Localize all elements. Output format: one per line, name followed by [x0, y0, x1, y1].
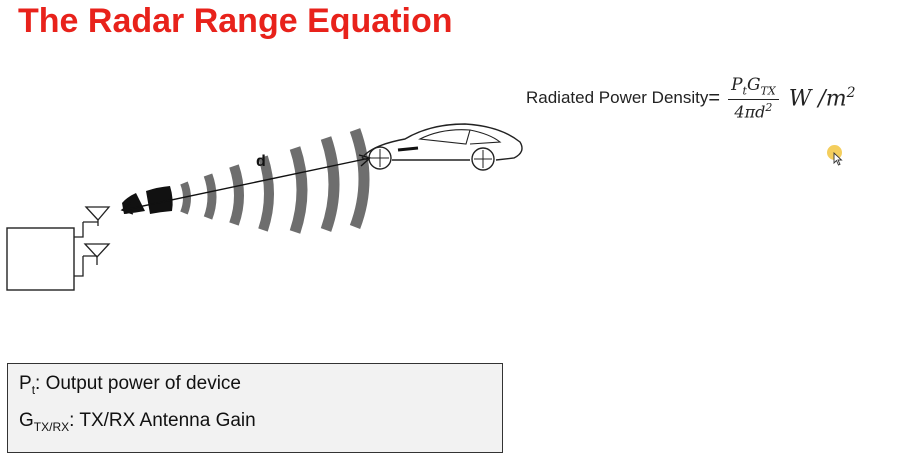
slide-title: The Radar Range Equation: [18, 2, 453, 40]
cursor-highlight: [827, 145, 842, 160]
tx-antenna-icon: [83, 206, 111, 226]
wave-arc-1: [180, 181, 191, 215]
formula-label: Radiated Power Density: [526, 88, 709, 107]
return-echo: [122, 186, 173, 214]
power-density-formula: Radiated Power Density = PtGTX 4πd2 W /m…: [526, 68, 856, 128]
wave-arc-2: [203, 173, 217, 220]
wave-arc-7: [349, 128, 370, 229]
car-icon: [361, 123, 523, 171]
wave-arc-3: [229, 164, 244, 226]
distance-label: d: [256, 153, 266, 170]
radar-device-box: [6, 227, 75, 291]
formula-units: W /m2: [788, 84, 856, 112]
legend-row-pt: Pt: Output power of device: [19, 373, 241, 397]
radar-waves: [180, 128, 370, 234]
legend-row-gain: GTX/RX: TX/RX Antenna Gain: [19, 410, 256, 434]
wave-arc-5: [289, 146, 308, 234]
symbol-legend: Pt: Output power of device GTX/RX: TX/RX…: [7, 363, 503, 453]
radar-diagram: d: [6, 123, 523, 291]
formula-denominator: 4πd2: [734, 100, 773, 121]
formula-fraction: PtGTX 4πd2: [728, 75, 779, 121]
wave-arc-4: [258, 155, 274, 232]
formula-equals: =: [708, 86, 721, 109]
wave-arc-6: [320, 136, 340, 232]
mouse-pointer-icon: [833, 152, 843, 166]
antenna-wiring: [74, 222, 84, 277]
rx-antenna-icon: [83, 243, 111, 265]
distance-arrow: [120, 154, 372, 215]
formula-numerator: PtGTX: [728, 75, 779, 100]
